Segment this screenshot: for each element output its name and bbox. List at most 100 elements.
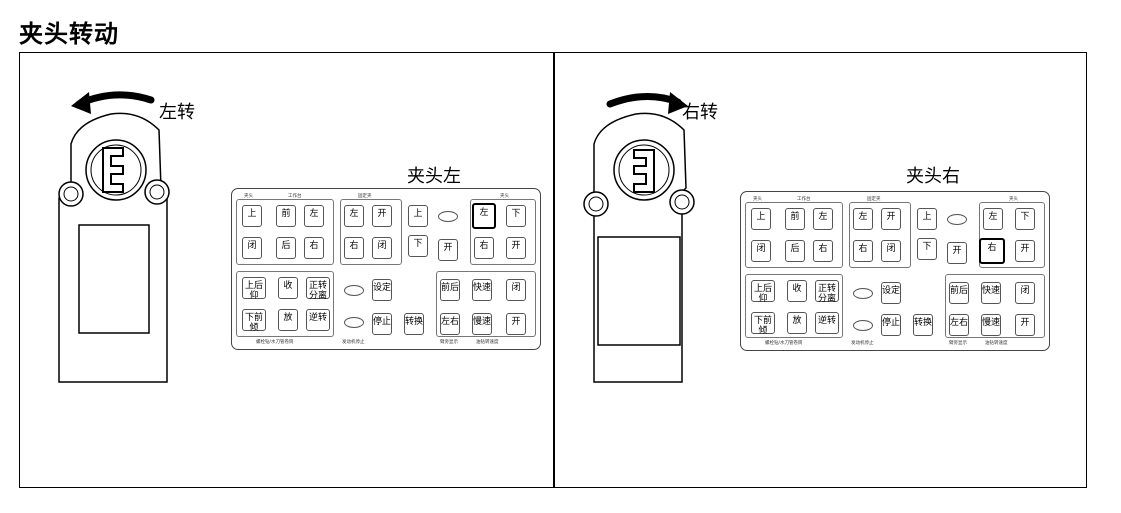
key-front-back[interactable]: 前后: [440, 279, 460, 301]
key-close-3[interactable]: 闭: [506, 279, 526, 301]
control-keypad: 夹头 工作台 固定夹 夹头 上 前 左 左 开 上 左 下 闭 后 右 右 闭 …: [231, 188, 541, 350]
key-left[interactable]: 左: [813, 208, 833, 230]
footer-label-3: 臂旁显示: [949, 341, 967, 346]
key-open-4[interactable]: 开: [506, 313, 526, 335]
key-retract[interactable]: 收: [278, 277, 298, 299]
key-clamp-left[interactable]: 左: [853, 208, 873, 230]
key-run-mode[interactable]: [853, 288, 873, 299]
key-up[interactable]: 上: [751, 208, 771, 230]
key-right[interactable]: 右: [304, 237, 324, 259]
key-close-3[interactable]: 闭: [1015, 282, 1035, 304]
key-up-2[interactable]: 上: [408, 205, 428, 227]
group-label-table: 工作台: [288, 194, 302, 199]
key-left[interactable]: 左: [304, 205, 324, 227]
page-title: 夹头转动: [19, 20, 119, 48]
key-tilt-back[interactable]: 上后仰: [242, 277, 266, 301]
group-label-table: 工作台: [797, 197, 811, 202]
panel-divider: [553, 52, 555, 488]
key-stop[interactable]: 停止: [881, 314, 901, 336]
key-retract[interactable]: 收: [787, 280, 807, 302]
key-close[interactable]: 闭: [242, 237, 262, 259]
key-chuck-right[interactable]: 右: [474, 237, 494, 259]
key-release[interactable]: 放: [278, 309, 298, 331]
panel-right-turn: 右转 夹头右 夹头 工作台 固定夹 夹头 上 前 左 左 开 上 左 下 闭 后…: [554, 52, 1088, 488]
key-down[interactable]: 下: [506, 205, 526, 227]
key-run-mode[interactable]: [344, 285, 364, 296]
key-set[interactable]: 设定: [881, 282, 901, 304]
key-back[interactable]: 后: [276, 237, 296, 259]
key-oval[interactable]: [438, 211, 458, 222]
footer-label-4: 油钻转速度: [985, 341, 1008, 346]
footer-label-2: 发动机停止: [851, 341, 874, 346]
key-switch[interactable]: 转换: [913, 314, 933, 336]
group-label-clamp: 固定夹: [358, 194, 372, 199]
key-reverse[interactable]: 逆转: [815, 312, 839, 334]
keypad-title: 夹头右: [906, 166, 960, 187]
key-right[interactable]: 右: [813, 240, 833, 262]
key-slow[interactable]: 慢速: [981, 314, 1001, 336]
key-clamp-open[interactable]: 开: [881, 208, 901, 230]
chuck-right-drawing: [583, 92, 695, 383]
key-open-2[interactable]: 开: [438, 239, 458, 261]
keypad-title: 夹头左: [407, 166, 461, 187]
key-open-2[interactable]: 开: [947, 242, 967, 264]
group-label-clamp: 固定夹: [867, 197, 881, 202]
key-clamp-open[interactable]: 开: [372, 205, 392, 227]
key-release[interactable]: 放: [787, 312, 807, 334]
key-on-off[interactable]: [344, 317, 364, 328]
key-open-4[interactable]: 开: [1015, 314, 1035, 336]
key-fast[interactable]: 快速: [472, 279, 492, 301]
key-stop[interactable]: 停止: [372, 313, 392, 335]
key-chuck-left-highlighted[interactable]: 左: [472, 203, 496, 229]
key-down-2[interactable]: 下: [917, 238, 937, 260]
key-chuck-open[interactable]: 开: [1015, 240, 1035, 262]
key-left-right[interactable]: 左右: [440, 313, 460, 335]
key-tilt-back[interactable]: 上后仰: [751, 280, 775, 304]
key-chuck-right-highlighted[interactable]: 右: [979, 238, 1005, 264]
key-tilt-forward[interactable]: 下前倾: [751, 312, 775, 336]
key-chuck-left[interactable]: 左: [983, 208, 1003, 230]
key-clamp-close[interactable]: 闭: [881, 240, 901, 262]
key-close[interactable]: 闭: [751, 240, 771, 262]
key-forward[interactable]: 前: [276, 205, 296, 227]
key-chuck-open[interactable]: 开: [506, 237, 526, 259]
key-clamp-left[interactable]: 左: [344, 205, 364, 227]
key-clamp-right[interactable]: 右: [853, 240, 873, 262]
key-oval[interactable]: [947, 214, 967, 225]
rotate-left-arrowhead: [71, 92, 91, 114]
key-tilt-forward[interactable]: 下前倾: [242, 309, 266, 333]
turn-direction-label: 右转: [682, 102, 718, 123]
group-label-chuck-2: 夹头: [500, 194, 509, 199]
chuck-left-drawing: [58, 91, 170, 383]
turn-direction-label: 左转: [159, 102, 195, 123]
key-reverse[interactable]: 逆转: [306, 309, 330, 331]
key-slow[interactable]: 慢速: [472, 313, 492, 335]
group-label-chuck: 夹头: [753, 197, 762, 202]
key-forward-separate[interactable]: 正转分离: [306, 277, 330, 301]
key-back[interactable]: 后: [785, 240, 805, 262]
key-fast[interactable]: 快速: [981, 282, 1001, 304]
key-up-2[interactable]: 上: [917, 208, 937, 230]
key-down-2[interactable]: 下: [408, 235, 428, 257]
control-keypad: 夹头 工作台 固定夹 夹头 上 前 左 左 开 上 左 下 闭 后 右 右 闭 …: [740, 191, 1050, 351]
key-set[interactable]: 设定: [372, 279, 392, 301]
key-clamp-close[interactable]: 闭: [372, 237, 392, 259]
key-down[interactable]: 下: [1015, 208, 1035, 230]
footer-label-3: 臂旁显示: [440, 340, 458, 345]
rotate-right-arrowhead: [668, 92, 688, 114]
footer-label-2: 发动机停止: [342, 340, 365, 345]
panel-left-turn: 左转 夹头左 夹头 工作台 固定夹 夹头 上 前 左 左 开 上 左 下 闭 后…: [19, 52, 553, 488]
key-on-off[interactable]: [853, 320, 873, 331]
group-label-chuck: 夹头: [244, 194, 253, 199]
key-switch[interactable]: 转换: [404, 313, 424, 335]
key-left-right[interactable]: 左右: [949, 314, 969, 336]
group-label-chuck-2: 夹头: [1009, 197, 1018, 202]
rotate-right-arrow: [606, 92, 682, 108]
key-forward-separate[interactable]: 正转分离: [815, 280, 839, 304]
key-up[interactable]: 上: [242, 205, 262, 227]
key-clamp-right[interactable]: 右: [344, 237, 364, 259]
key-forward[interactable]: 前: [785, 208, 805, 230]
key-front-back[interactable]: 前后: [949, 282, 969, 304]
footer-label-1: 螺栓钻/水刀管卷筒: [256, 340, 294, 345]
footer-label-4: 油钻转速度: [476, 340, 499, 345]
